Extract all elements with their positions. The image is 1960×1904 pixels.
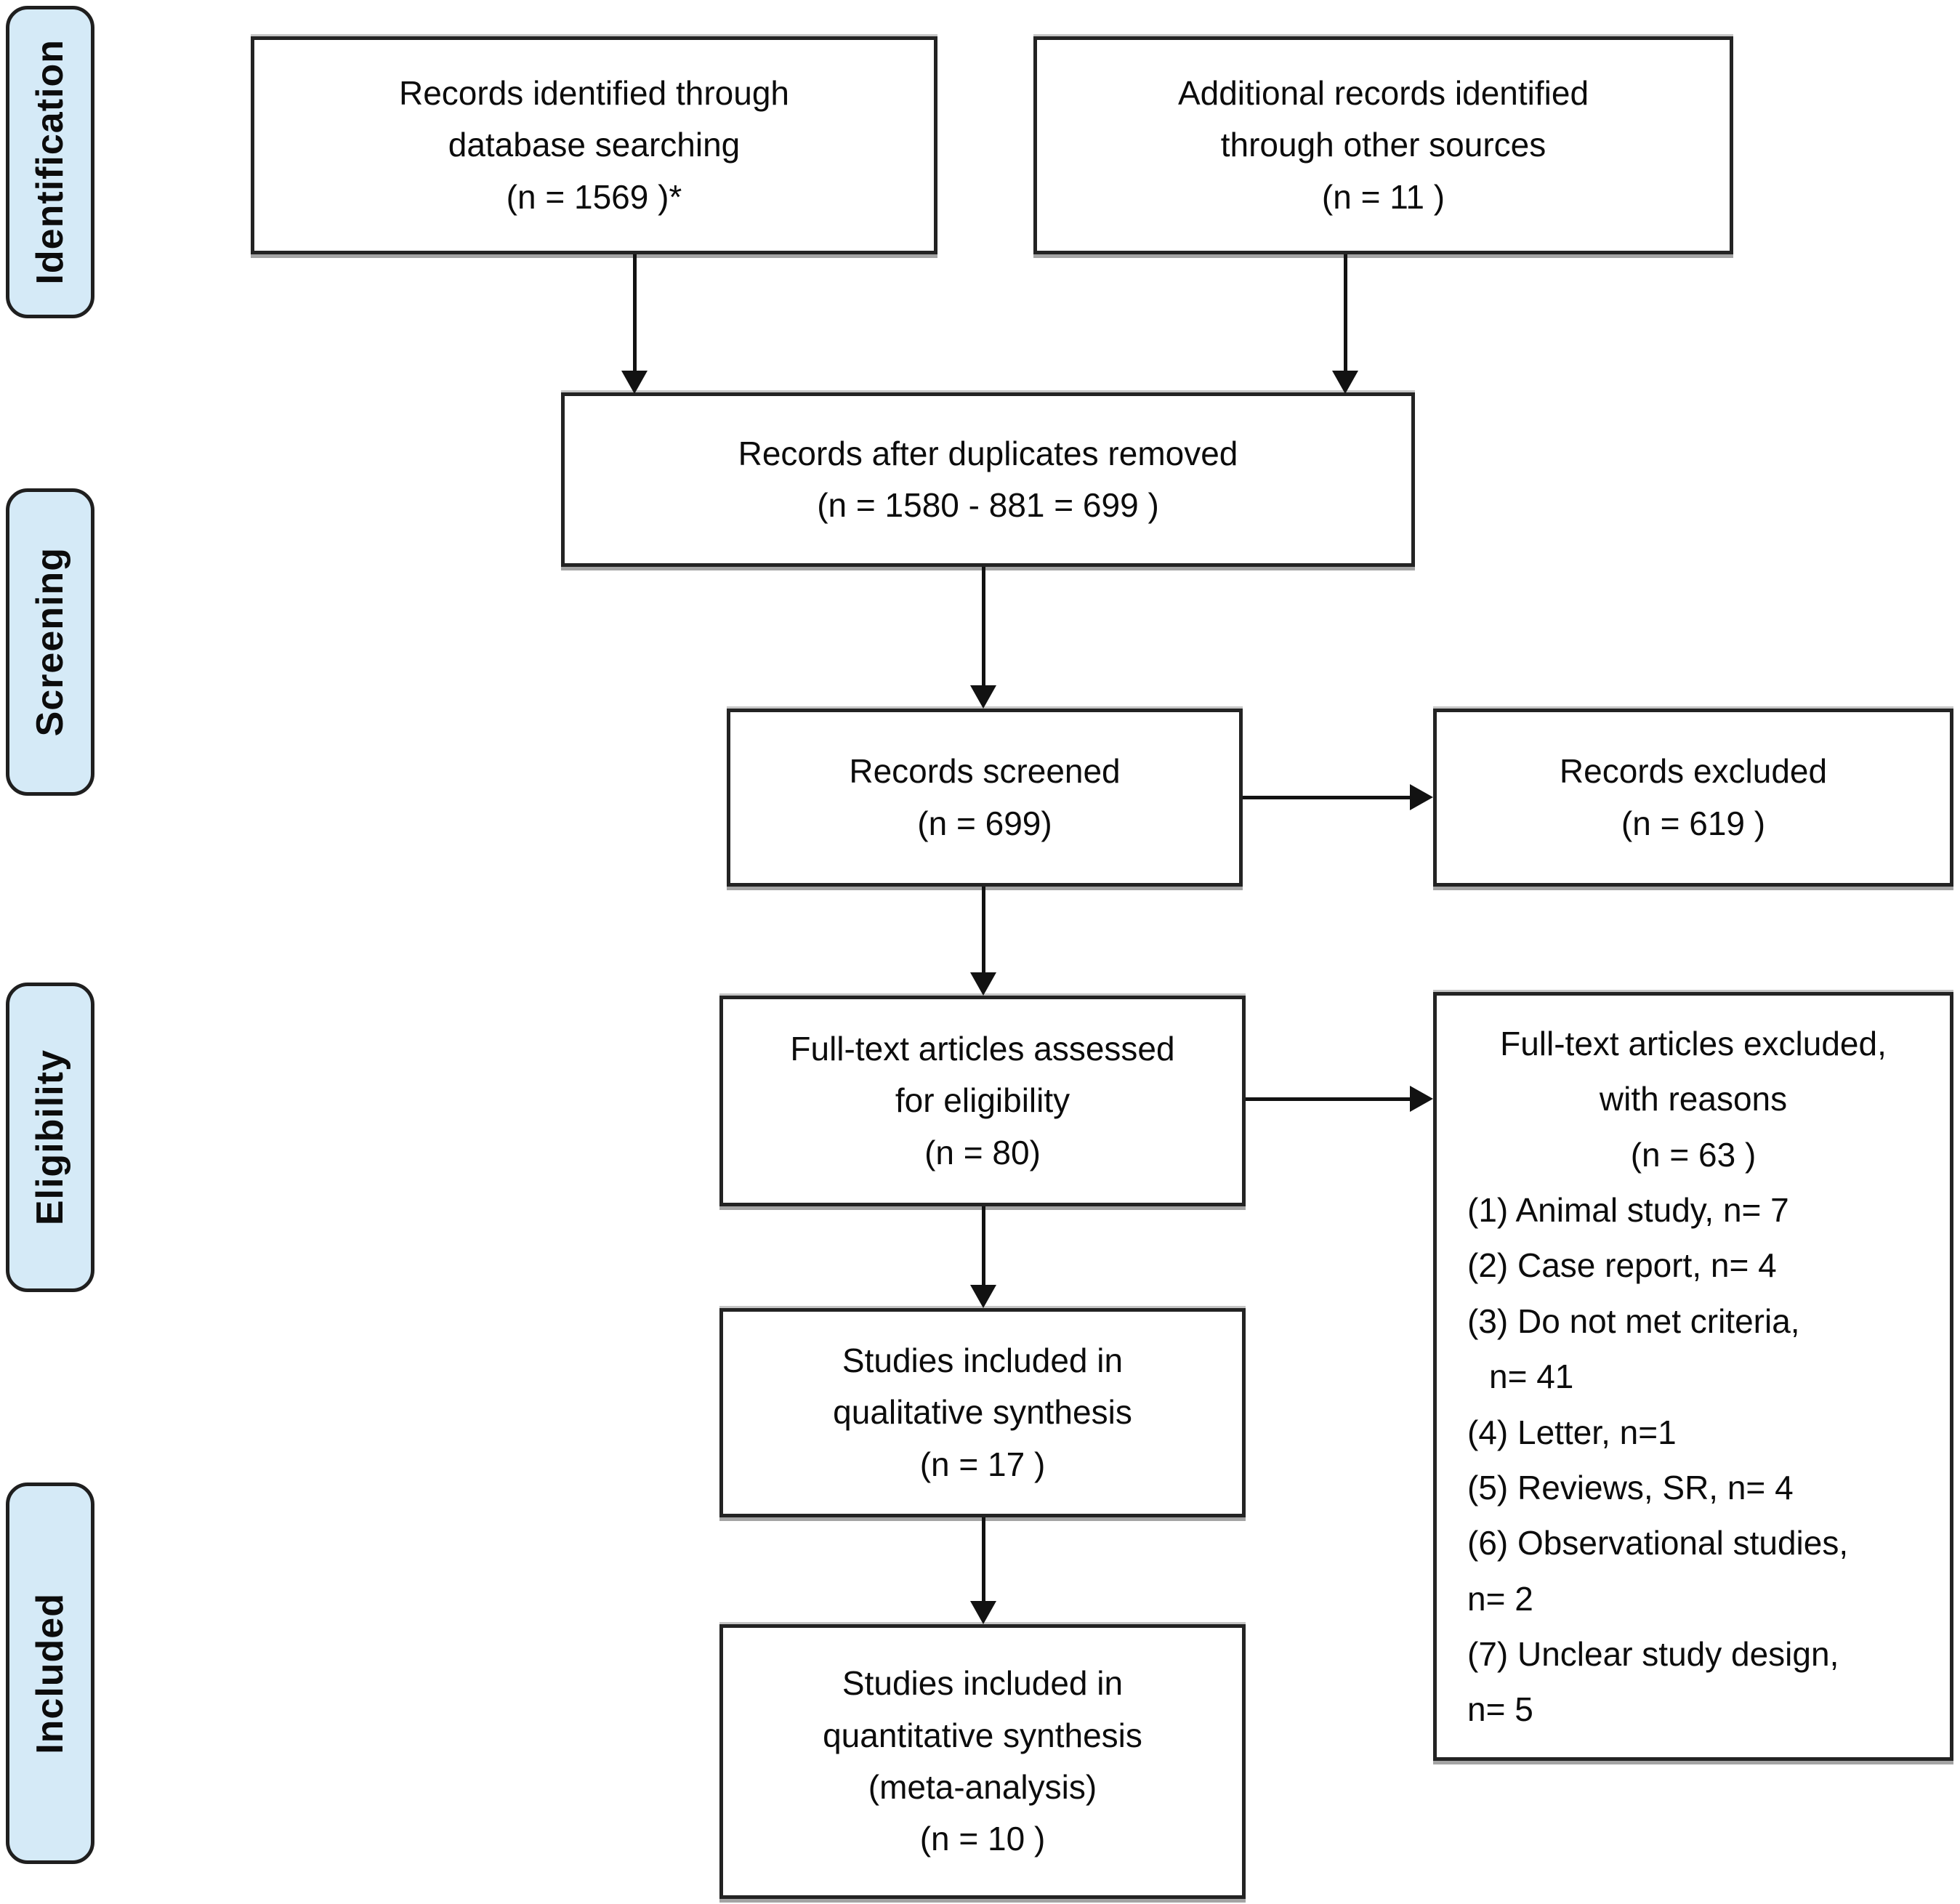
box-records-screened-count: (n = 699): [917, 804, 1052, 842]
arrow-line-screened-to-excluded: [1243, 796, 1411, 799]
stage-label-included-text: Included: [29, 1592, 71, 1754]
arrow-line-screened-to-fulltext: [982, 887, 985, 974]
box-fulltext-assessed: Full-text articles assessed for eligibil…: [719, 996, 1246, 1206]
arrow-line-fulltext-to-reasons: [1246, 1097, 1411, 1101]
box-additional-records-line2: through other sources: [1220, 126, 1546, 164]
box-records-screened-line1: Records screened: [849, 752, 1121, 791]
exclusion-reason-3: (3) Do not met criteria,: [1467, 1302, 1800, 1340]
stage-label-screening: Screening: [6, 488, 94, 796]
exclusion-reason-4: (4) Letter, n=1: [1467, 1413, 1677, 1451]
box-records-identified: Records identified through database sear…: [251, 36, 937, 254]
exclusion-reason-3-count: n= 41: [1489, 1358, 1574, 1396]
box-records-identified-count: (n = 1569 )*: [506, 177, 682, 216]
arrowhead-screened-to-excluded: [1410, 784, 1433, 810]
stage-label-identification-text: Identification: [29, 39, 71, 285]
arrow-line-additional-to-duplicates: [1344, 254, 1347, 371]
arrowhead-duplicates-to-screened: [970, 685, 996, 709]
box-fulltext-excluded-header2: with reasons: [1599, 1080, 1788, 1118]
stage-label-screening-text: Screening: [29, 547, 71, 737]
arrowhead-identified-to-duplicates: [621, 371, 648, 394]
arrow-line-identified-to-duplicates: [633, 254, 637, 371]
stage-label-eligibility: Eligibility: [6, 983, 94, 1292]
box-qualitative-line1: Studies included in: [842, 1342, 1124, 1380]
exclusion-reason-7: (7) Unclear study design,: [1467, 1634, 1839, 1673]
box-duplicates-removed-line1: Records after duplicates removed: [738, 434, 1238, 472]
box-records-excluded: Records excluded (n = 619 ): [1433, 709, 1953, 887]
stage-label-included: Included: [6, 1483, 94, 1864]
box-fulltext-assessed-line1: Full-text articles assessed: [790, 1030, 1175, 1068]
box-quantitative-line1: Studies included in: [842, 1664, 1124, 1703]
box-duplicates-removed-count: (n = 1580 - 881 = 699 ): [817, 486, 1159, 524]
arrow-line-duplicates-to-screened: [982, 567, 985, 687]
box-records-excluded-count: (n = 619 ): [1621, 804, 1766, 842]
box-records-identified-line1: Records identified through: [399, 74, 789, 113]
arrowhead-additional-to-duplicates: [1332, 371, 1358, 394]
exclusion-reason-2: (2) Case report, n= 4: [1467, 1246, 1777, 1285]
box-quantitative-synthesis: Studies included in quantitative synthes…: [719, 1624, 1246, 1899]
box-quantitative-line2: quantitative synthesis: [823, 1716, 1142, 1754]
box-additional-records: Additional records identified through ot…: [1033, 36, 1733, 254]
box-quantitative-count: (n = 10 ): [919, 1820, 1046, 1858]
arrowhead-qualitative-to-quantitative: [970, 1601, 996, 1624]
box-qualitative-synthesis: Studies included in qualitative synthesi…: [719, 1308, 1246, 1517]
arrowhead-screened-to-fulltext: [970, 972, 996, 996]
box-records-screened: Records screened (n = 699): [727, 709, 1243, 887]
stage-label-eligibility-text: Eligibility: [29, 1049, 71, 1226]
arrowhead-fulltext-to-reasons: [1410, 1086, 1433, 1112]
box-records-identified-line2: database searching: [448, 126, 741, 164]
box-fulltext-excluded: Full-text articles excluded, with reason…: [1433, 992, 1953, 1761]
exclusion-reason-7-count: n= 5: [1467, 1690, 1533, 1729]
box-fulltext-excluded-count: (n = 63 ): [1630, 1135, 1757, 1174]
box-qualitative-count: (n = 17 ): [919, 1445, 1046, 1483]
stage-label-identification: Identification: [6, 6, 94, 318]
exclusion-reason-6: (6) Observational studies,: [1467, 1524, 1849, 1562]
arrowhead-fulltext-to-qualitative: [970, 1285, 996, 1308]
box-quantitative-line3: (meta-analysis): [868, 1768, 1097, 1806]
arrow-line-fulltext-to-qualitative: [982, 1206, 985, 1286]
exclusion-reason-6-count: n= 2: [1467, 1579, 1533, 1618]
exclusion-reason-5: (5) Reviews, SR, n= 4: [1467, 1468, 1794, 1506]
box-additional-records-line1: Additional records identified: [1177, 74, 1589, 113]
box-fulltext-excluded-header1: Full-text articles excluded,: [1500, 1025, 1887, 1062]
box-fulltext-assessed-count: (n = 80): [924, 1133, 1041, 1171]
exclusion-reason-1: (1) Animal study, n= 7: [1467, 1191, 1789, 1230]
box-fulltext-assessed-line2: for eligibility: [895, 1081, 1070, 1120]
box-duplicates-removed: Records after duplicates removed (n = 15…: [561, 392, 1415, 567]
arrow-line-qualitative-to-quantitative: [982, 1517, 985, 1603]
box-additional-records-count: (n = 11 ): [1321, 177, 1445, 216]
box-qualitative-line2: qualitative synthesis: [833, 1393, 1132, 1432]
box-records-excluded-line1: Records excluded: [1559, 752, 1828, 791]
